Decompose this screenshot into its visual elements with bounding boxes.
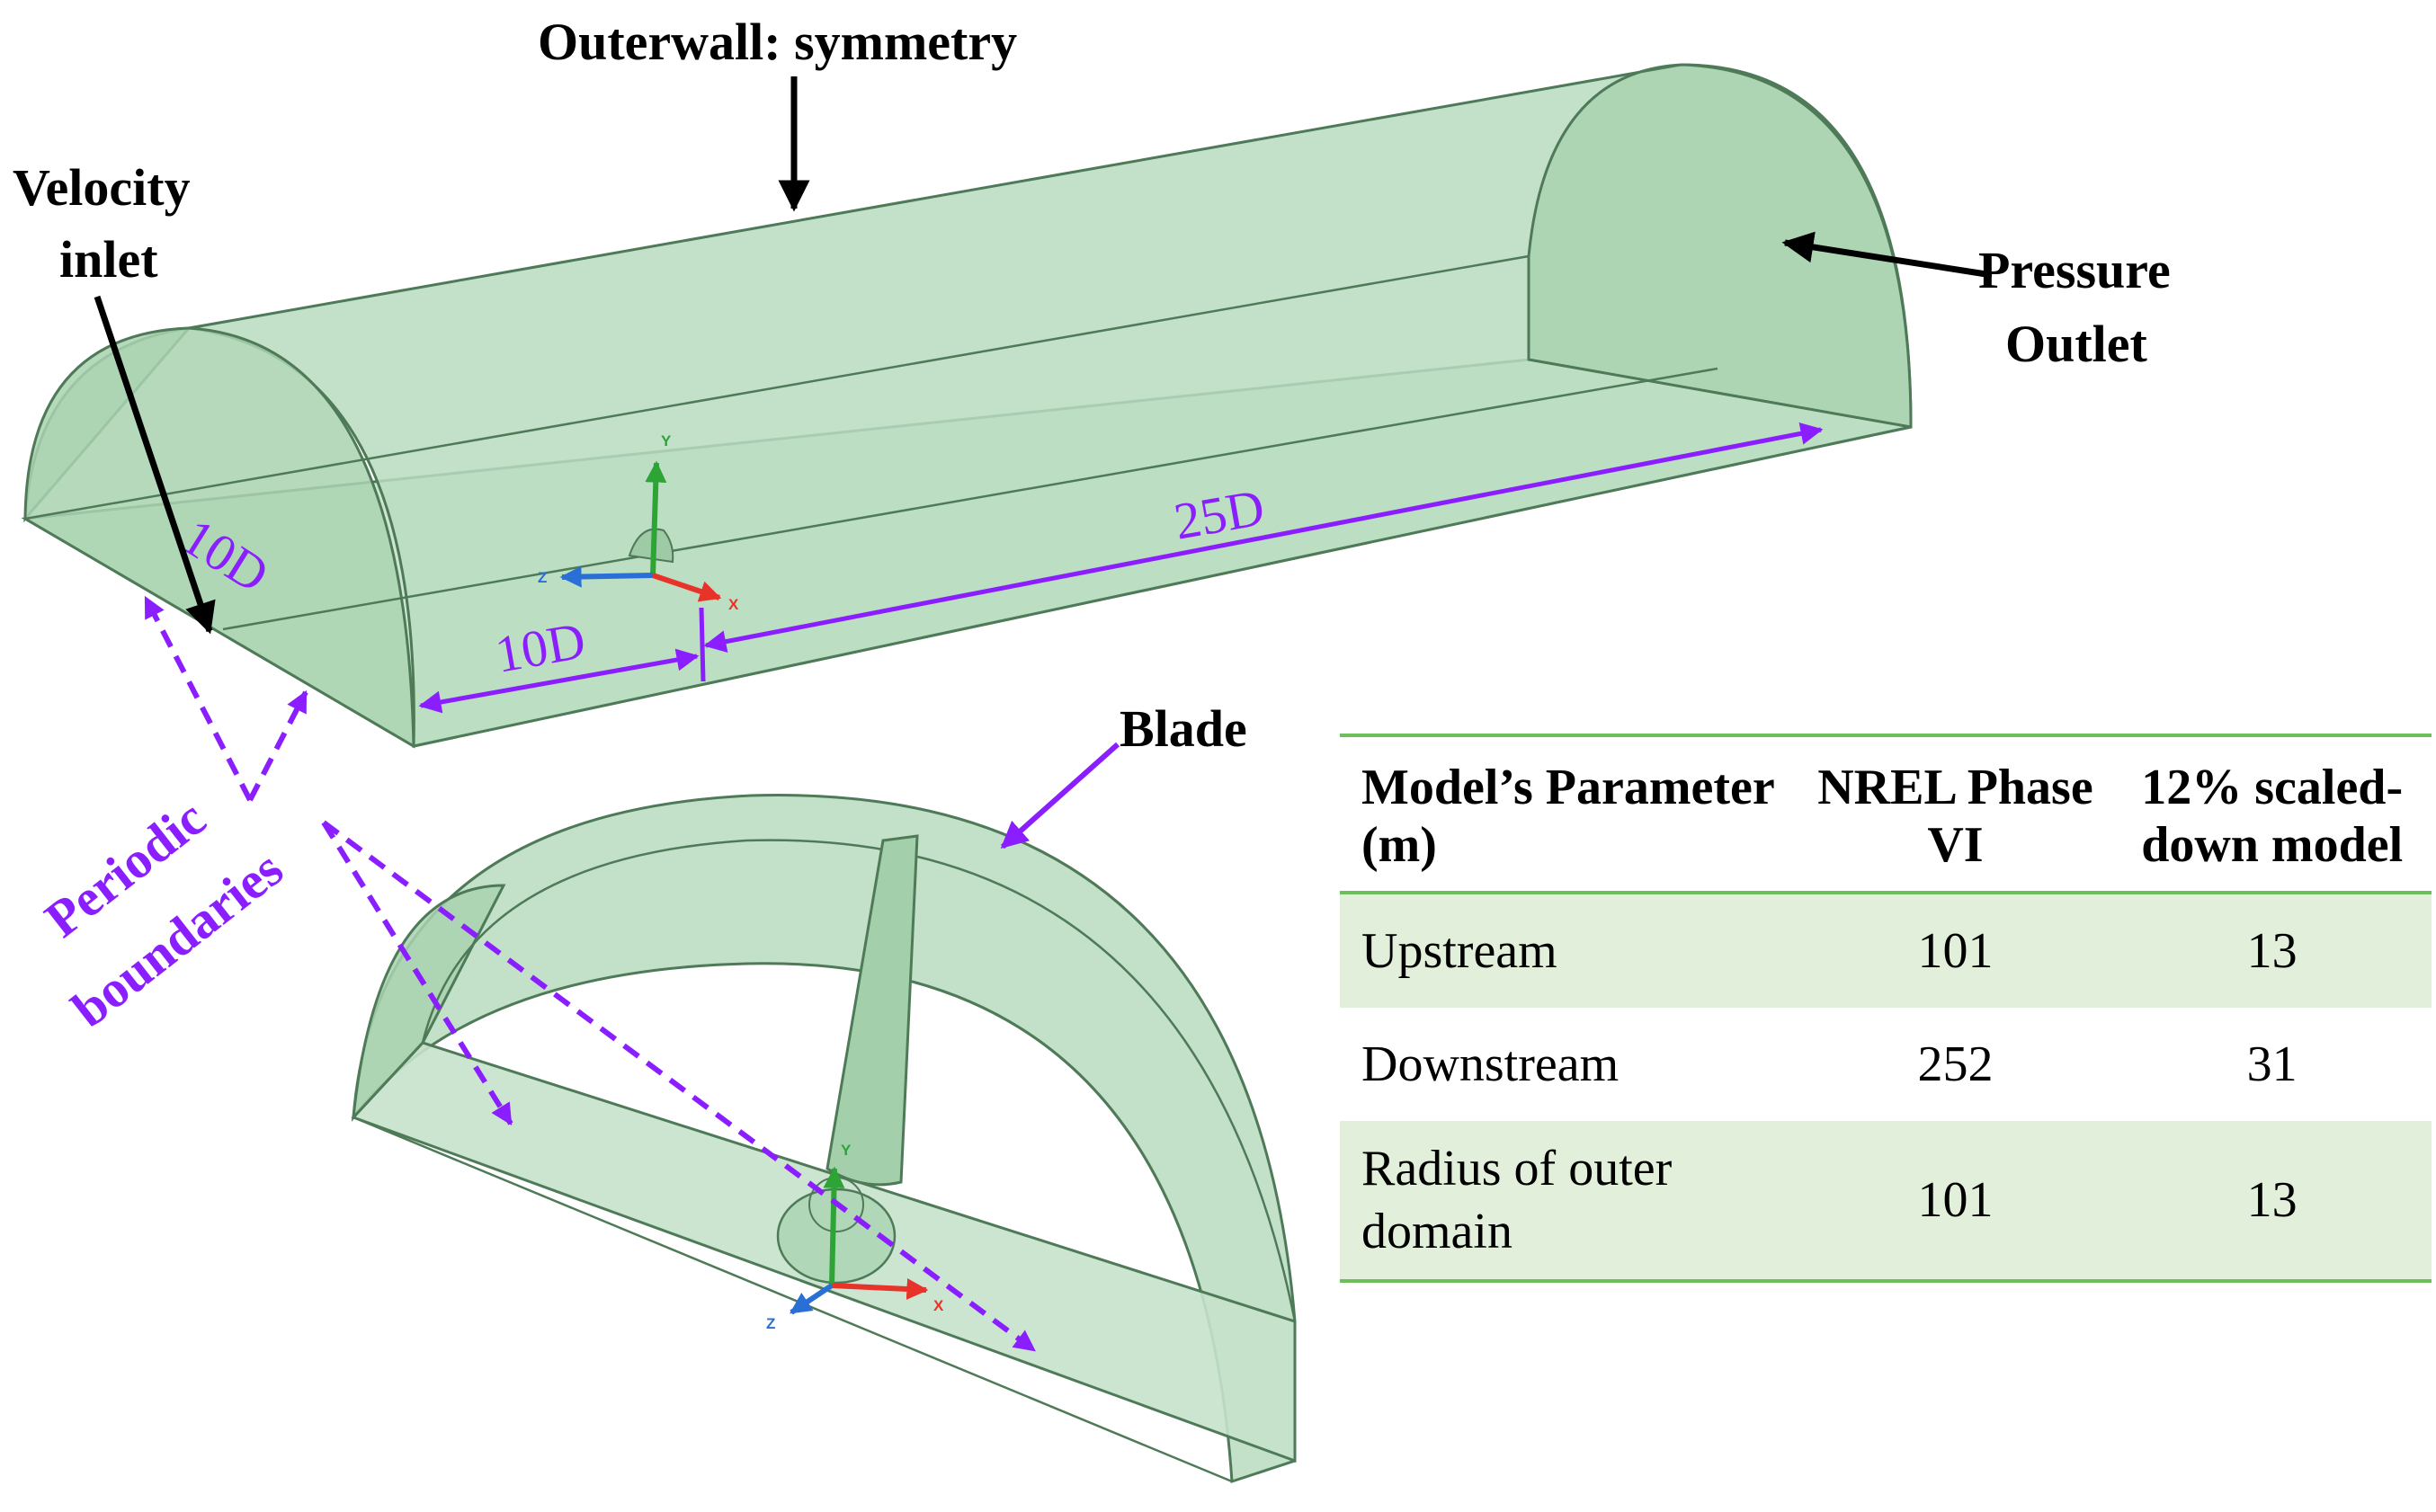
header-scaled: 12% scaled-down model [2112,734,2432,894]
axis-z-arrow [559,565,654,588]
table-row: Radius of outer domain 101 13 [1340,1120,2432,1283]
axis-triad-bottom: Y X Z [766,1142,944,1332]
header-nrel: NREL Phase VI [1798,734,2113,894]
periodic-arrow-3 [321,821,513,1126]
cell-nrel: 101 [1798,892,2113,1008]
cell-scaled: 13 [2112,892,2432,1008]
pressure-outlet-face [1527,63,1913,429]
axis-z-label: Z [538,569,547,586]
velocity-inlet-face [23,326,415,749]
sector-front-face [352,794,1297,1484]
label-velocity-inlet-1: Velocity [13,158,191,217]
axis-x-arrow-bottom [831,1277,929,1300]
arrow-blade [1000,742,1120,849]
dim-divider-tick [699,607,706,682]
sector-periodic-face [352,884,506,1122]
label-velocity-inlet-2: inlet [59,230,158,289]
table-row: Upstream 101 13 [1340,892,2432,1008]
cell-scaled: 13 [2112,1120,2432,1283]
cell-scaled: 31 [2246,1036,2298,1092]
arrow-pressure-outlet [1781,231,1993,279]
dim-upstream-line [418,648,700,714]
axis-z-label-bottom: Z [766,1315,775,1332]
header-parameter: Model’s Parameter (m) [1340,734,1798,894]
axis-y-arrow-bottom [823,1166,845,1286]
cell-nrel: 101 [1798,1120,2113,1283]
axis-y-label-bottom: Y [841,1142,852,1159]
label-blade: Blade [1120,699,1247,758]
cell-param: Upstream [1340,892,1798,1008]
model-parameter-table: Model’s Parameter (m) NREL Phase VI 12% … [1340,734,2432,1283]
periodic-arrow-1 [143,595,253,802]
dim-downstream-line [703,422,1824,653]
label-pressure-outlet-1: Pressure [1978,241,2171,299]
axis-y-label: Y [661,432,672,449]
axis-z-arrow-bottom [790,1283,834,1315]
label-outerwall: Outerwall: symmetry [538,13,1017,71]
cell-param: Downstream [1361,1036,1620,1092]
cell-param: Radius of outer domain [1340,1120,1798,1283]
periodic-arrow-4 [322,820,1036,1353]
axis-x-label: X [728,596,739,613]
label-pressure-outlet-2: Outlet [2005,315,2148,373]
sector-domain: Y X Z [351,794,1297,1484]
arrow-velocity-inlet [94,295,216,635]
axis-y-arrow [645,460,667,576]
table-row: Downstream 252 31 [1340,1008,2432,1121]
periodic-arrow-2 [247,689,308,802]
full-domain: Y X Z 10D 10D 25D [21,63,1913,749]
domain-edge-lines [24,63,1912,631]
cell-nrel: 252 [1917,1036,1994,1092]
axis-x-label-bottom: X [933,1297,944,1314]
table-header-row: Model’s Parameter (m) NREL Phase VI 12% … [1340,734,2432,894]
